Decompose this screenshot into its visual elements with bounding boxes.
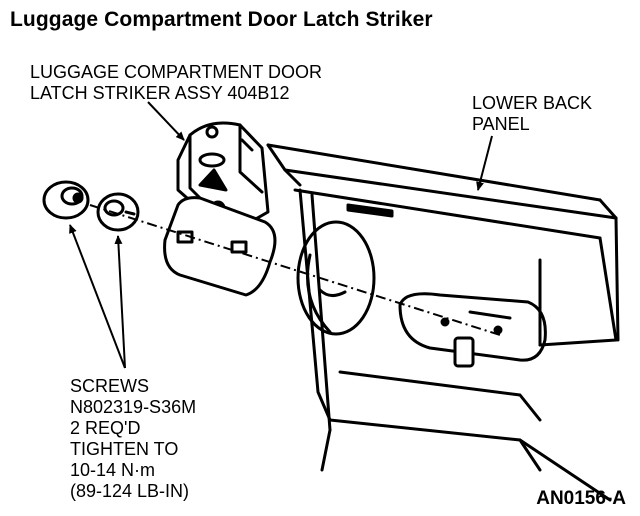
screws-label: SCREWS N802319-S36M 2 REQ'D TIGHTEN TO 1…: [70, 376, 196, 502]
latch-striker-assy: [163, 121, 277, 297]
lower-back-panel: [266, 143, 620, 502]
screw-left-leader-arrow: [69, 224, 126, 369]
screws-label-line-4: TIGHTEN TO: [70, 439, 179, 459]
lower-back-panel-label-line-2: PANEL: [472, 114, 530, 134]
screws-label-line-6: (89-124 LB-IN): [70, 481, 190, 501]
diagram-title: Luggage Compartment Door Latch Striker: [10, 8, 433, 31]
striker-assy-label-line-2: LATCH STRIKER ASSY 404B12: [30, 83, 290, 103]
screws-label-line-1: SCREWS: [70, 376, 150, 396]
screw-right-leader-arrow: [114, 235, 126, 369]
screws-label-line-2: N802319-S36M: [70, 397, 197, 417]
screw-right: [96, 192, 140, 232]
lower-back-panel-label: LOWER BACK PANEL: [472, 93, 592, 135]
screws-label-line-3: 2 REQ'D: [70, 418, 141, 438]
striker-assy-label: LUGGAGE COMPARTMENT DOOR LATCH STRIKER A…: [30, 62, 322, 104]
figure-id: AN0156-A: [536, 488, 626, 509]
screws-label-line-5: 10-14 N·m: [70, 460, 156, 480]
striker-leader-arrow: [147, 101, 185, 141]
leader-arrows: [69, 101, 493, 369]
alignment-line: [89, 204, 501, 336]
lower-back-panel-label-line-1: LOWER BACK: [472, 93, 593, 113]
screw-left: [42, 180, 90, 220]
striker-assy-label-line-1: LUGGAGE COMPARTMENT DOOR: [30, 62, 323, 82]
panel-leader-arrow: [476, 135, 493, 191]
